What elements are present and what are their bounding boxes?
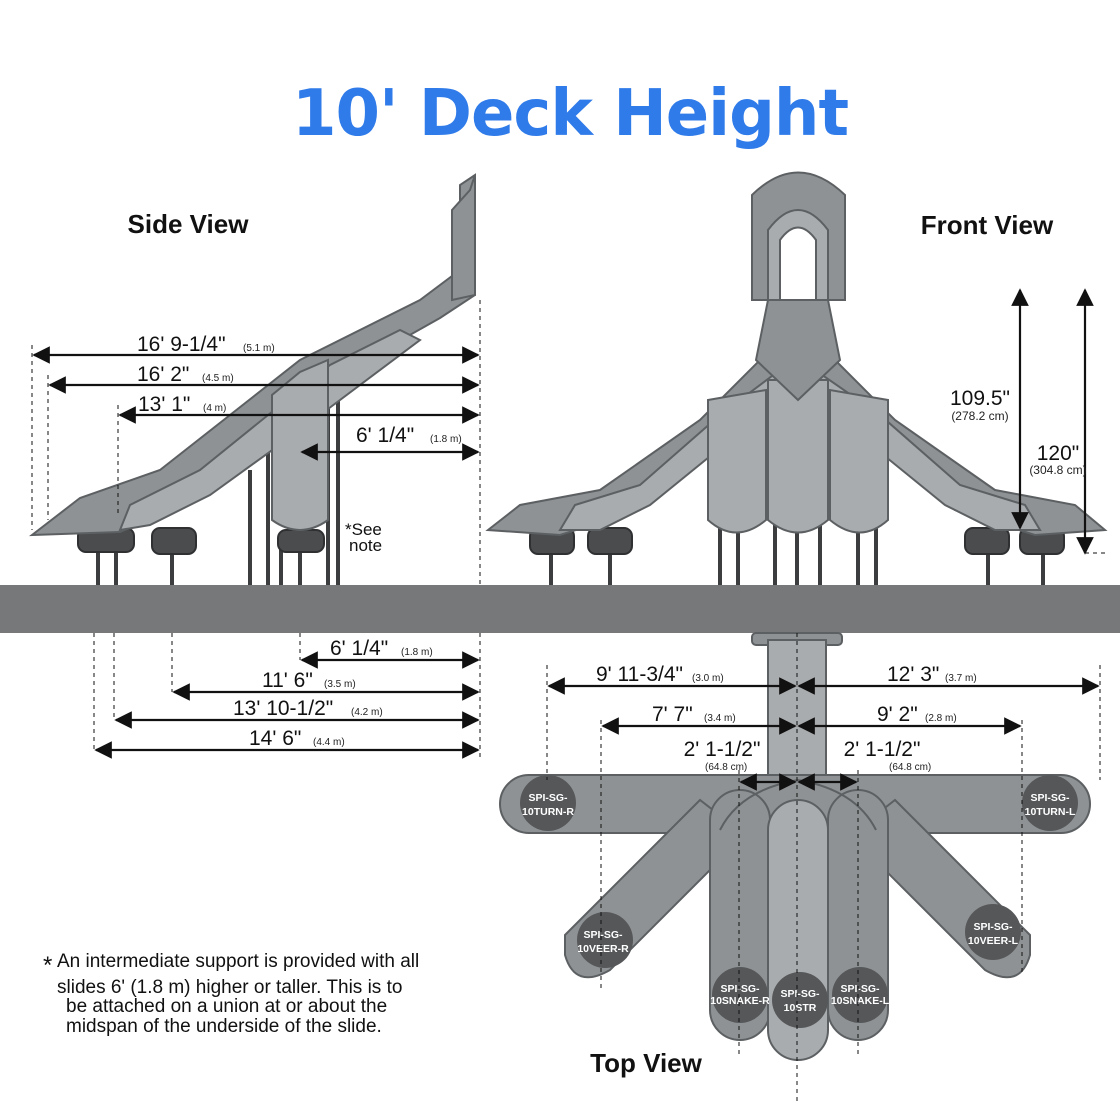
model-10veer-r: SPI-SG- 10VEER-R [577, 929, 629, 955]
svg-text:(304.8 cm): (304.8 cm) [1029, 463, 1086, 477]
top-dim-3: 7' 7" (3.4 m) [601, 703, 797, 735]
model-10snake-l: SPI-SG- 10SNAKE-L [831, 983, 890, 1007]
side-dim-lower-3: 13' 10-1/2" (4.2 m) [114, 697, 480, 729]
svg-text:10TURN-R: 10TURN-R [522, 806, 574, 818]
svg-text:(4.2 m): (4.2 m) [351, 707, 383, 718]
front-view-illustration [485, 171, 1108, 585]
side-view-illustration [28, 173, 476, 585]
svg-text:be attached on a union at or a: be attached on a union at or about the [66, 996, 387, 1017]
svg-text:SPI-SG-: SPI-SG- [720, 983, 760, 995]
svg-text:10VEER-R: 10VEER-R [577, 943, 629, 955]
svg-text:(2.8 m): (2.8 m) [925, 713, 957, 724]
svg-text:120": 120" [1037, 442, 1080, 465]
side-dim-lower-4: 14' 6" (4.4 m) [94, 727, 480, 759]
svg-text:(4.5 m): (4.5 m) [202, 373, 234, 384]
side-view-guides [31, 300, 481, 760]
svg-text:(5.1 m): (5.1 m) [243, 343, 275, 354]
front-height-1: 109.5" (278.2 cm) [950, 288, 1029, 530]
front-view-title: Front View [921, 210, 1054, 240]
footnote-marker: * [43, 952, 52, 979]
svg-text:13' 10-1/2": 13' 10-1/2" [233, 697, 333, 720]
page-title: 10' Deck Height [292, 77, 849, 151]
svg-text:6' 1/4": 6' 1/4" [356, 424, 414, 447]
top-view-guides [546, 633, 1101, 1105]
top-dim-2: 12' 3" (3.7 m) [797, 663, 1100, 695]
side-view-title: Side View [128, 209, 250, 239]
svg-text:14' 6": 14' 6" [249, 727, 301, 750]
svg-text:SPI-SG-: SPI-SG- [973, 921, 1013, 933]
top-dim-6: 2' 1-1/2" (64.8 cm) [797, 738, 931, 791]
svg-text:(4 m): (4 m) [203, 403, 226, 414]
svg-text:11' 6": 11' 6" [262, 669, 313, 692]
svg-text:(3.5 m): (3.5 m) [324, 679, 356, 690]
svg-text:(278.2 cm): (278.2 cm) [951, 409, 1008, 423]
svg-text:10SNAKE-R: 10SNAKE-R [710, 995, 770, 1007]
model-10snake-r: SPI-SG- 10SNAKE-R [710, 983, 770, 1007]
side-dim-4: 6' 1/4" (1.8 m) [300, 424, 480, 461]
svg-text:12' 3": 12' 3" [887, 663, 939, 686]
side-dim-lower-2: 11' 6" (3.5 m) [172, 669, 480, 701]
side-dim-2: 16' 2" (4.5 m) [48, 363, 480, 394]
svg-text:10VEER-L: 10VEER-L [968, 935, 1019, 947]
model-10str: SPI-SG- 10STR [780, 988, 820, 1014]
side-dim-lower-1: 6' 1/4" (1.8 m) [300, 637, 480, 669]
svg-text:(1.8 m): (1.8 m) [430, 434, 462, 445]
svg-text:(64.8 cm): (64.8 cm) [889, 762, 931, 773]
top-view-title: Top View [590, 1048, 702, 1078]
side-dim-1: 16' 9-1/4" (5.1 m) [32, 333, 480, 364]
see-note-line-1: *See [345, 520, 382, 539]
see-note-line-2: note [349, 536, 382, 555]
svg-text:16' 9-1/4": 16' 9-1/4" [137, 333, 226, 356]
top-dim-4: 9' 2" (2.8 m) [797, 703, 1022, 735]
svg-text:SPI-SG-: SPI-SG- [583, 929, 623, 941]
svg-text:10STR: 10STR [784, 1002, 817, 1014]
top-dim-1: 9' 11-3/4" (3.0 m) [547, 663, 797, 695]
top-view-illustration [499, 632, 1091, 1061]
model-10veer-l: SPI-SG- 10VEER-L [968, 921, 1019, 947]
svg-text:(3.0 m): (3.0 m) [692, 673, 724, 684]
svg-text:SPI-SG-: SPI-SG- [1030, 792, 1070, 804]
svg-text:SPI-SG-: SPI-SG- [840, 983, 880, 995]
svg-text:(3.7 m): (3.7 m) [945, 673, 977, 684]
svg-text:10TURN-L: 10TURN-L [1025, 806, 1076, 818]
side-dim-3: 13' 1" (4 m) [118, 393, 480, 424]
svg-text:9' 2": 9' 2" [877, 703, 918, 726]
front-height-2: 120" (304.8 cm) [1029, 288, 1105, 555]
svg-text:(1.8 m): (1.8 m) [401, 647, 433, 658]
svg-text:(3.4 m): (3.4 m) [704, 713, 736, 724]
svg-text:2' 1-1/2": 2' 1-1/2" [684, 738, 761, 761]
svg-text:midspan of the underside of th: midspan of the underside of the slide. [66, 1016, 382, 1037]
svg-text:(64.8 cm): (64.8 cm) [705, 762, 747, 773]
svg-text:slides 6' (1.8 m) higher or ta: slides 6' (1.8 m) higher or taller. This… [57, 977, 402, 998]
svg-text:An intermediate support is pro: An intermediate support is provided with… [57, 951, 419, 972]
svg-text:2' 1-1/2": 2' 1-1/2" [844, 738, 921, 761]
svg-text:109.5": 109.5" [950, 387, 1010, 410]
svg-text:9' 11-3/4": 9' 11-3/4" [596, 663, 683, 686]
footnote: * An intermediate support is provided wi… [43, 951, 419, 1037]
ground-band [0, 585, 1120, 633]
svg-text:16' 2": 16' 2" [137, 363, 189, 386]
svg-text:(4.4 m): (4.4 m) [313, 737, 345, 748]
svg-text:13' 1": 13' 1" [138, 393, 190, 416]
svg-text:6' 1/4": 6' 1/4" [330, 637, 388, 660]
svg-text:SPI-SG-: SPI-SG- [528, 792, 568, 804]
model-10turn-r: SPI-SG- 10TURN-R [522, 792, 574, 818]
top-dim-5: 2' 1-1/2" (64.8 cm) [684, 738, 797, 791]
svg-text:SPI-SG-: SPI-SG- [780, 988, 820, 1000]
model-10turn-l: SPI-SG- 10TURN-L [1025, 792, 1076, 818]
svg-text:7' 7": 7' 7" [652, 703, 693, 726]
svg-text:10SNAKE-L: 10SNAKE-L [831, 995, 890, 1007]
